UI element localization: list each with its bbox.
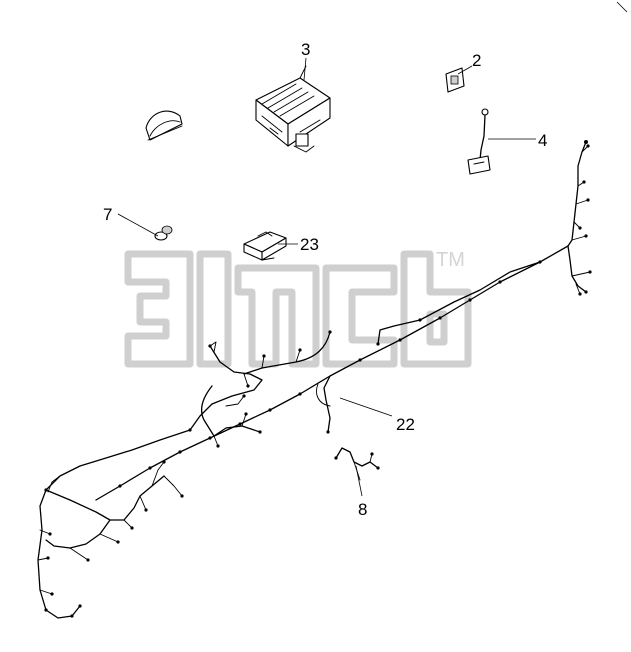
- sensor-part[interactable]: [467, 108, 491, 175]
- callout-22: 22: [396, 415, 415, 434]
- callout-8: 8: [358, 500, 367, 519]
- switch-part[interactable]: [445, 67, 465, 93]
- trademark-mark: TM: [436, 249, 465, 271]
- callout-labels: 3 2 4 7 23 22 8: [103, 40, 547, 519]
- callout-2: 2: [472, 51, 481, 70]
- control-unit-part[interactable]: [255, 65, 331, 153]
- main-wiring-harness[interactable]: [37, 140, 592, 619]
- corner-mark-icon: [616, 1, 628, 13]
- bracket-part[interactable]: [243, 231, 287, 261]
- callout-4: 4: [538, 131, 547, 150]
- instrument-cover-part[interactable]: [145, 110, 183, 141]
- callout-7: 7: [103, 205, 112, 224]
- watermark-logo: TM: [124, 249, 472, 368]
- leader-lines: [117, 57, 536, 497]
- sub-harness-part[interactable]: [334, 447, 380, 481]
- grommet-part[interactable]: [154, 225, 173, 241]
- callout-3: 3: [301, 40, 310, 59]
- callout-23: 23: [300, 235, 319, 254]
